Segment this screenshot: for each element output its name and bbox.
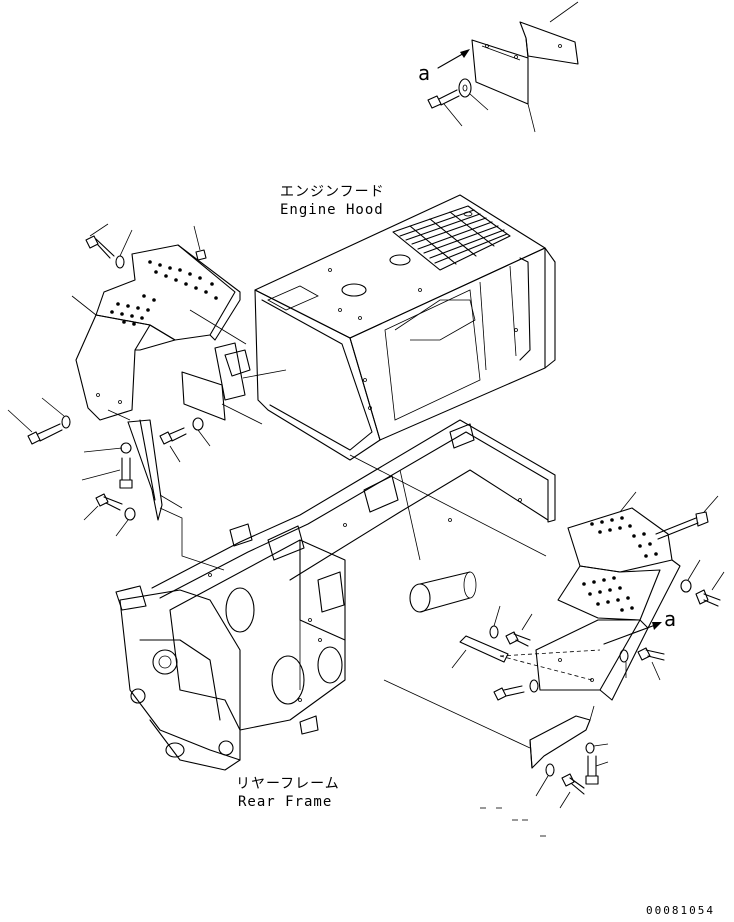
lower-right-washer-2 (585, 742, 609, 754)
hood-plate-upper (214, 342, 287, 401)
step-holes-lower (110, 294, 156, 326)
rear-frame (115, 419, 556, 771)
ref-a-top: a (418, 61, 430, 85)
drawing-number: 00081054 (646, 904, 715, 917)
left-top-nut (193, 225, 207, 261)
lower-mid-bolt (493, 679, 539, 701)
mid-right-washer (489, 605, 501, 639)
lower-right-washer (535, 763, 555, 797)
detail-a-bolt (427, 89, 463, 127)
left-top-washer (115, 229, 133, 269)
right-step-cover (535, 491, 681, 701)
bracket-bolt-left (7, 409, 63, 445)
bracket-washer-left (41, 397, 71, 429)
hood-plate-lower (181, 371, 263, 425)
left-top-bolt (85, 223, 115, 259)
left-step-cover (71, 244, 247, 421)
right-step-holes-lower (582, 576, 634, 612)
rear-right-washer (619, 649, 629, 678)
bracket-bolt-vertical (81, 457, 133, 489)
bracket-washer-lower (115, 507, 136, 537)
muffler (409, 571, 477, 613)
rear-frame-label-jp: リヤーフレーム (236, 776, 340, 792)
engine-hood-label-en: Engine Hood (280, 202, 384, 218)
ref-a-right: a (664, 607, 676, 631)
detail-a-washer (458, 78, 489, 111)
bracket-bolt-mid (159, 427, 187, 463)
rear-right-bolt (637, 647, 665, 681)
lower-right-bolt-vertical (585, 755, 609, 785)
right-top-bolt (655, 495, 719, 540)
rear-frame-label-en: Rear Frame (238, 794, 332, 810)
left-bracket (107, 409, 183, 521)
mid-right-bracket (451, 635, 601, 681)
engine-hood (254, 194, 556, 461)
mid-right-bolt (505, 613, 533, 647)
detail-a-bracket (437, 1, 579, 133)
bracket-bolt-lower (83, 493, 123, 521)
lower-right-bolt (559, 773, 585, 809)
bracket-washer-mid (192, 417, 211, 447)
lower-right-bracket (383, 679, 595, 769)
step-holes-upper (148, 260, 218, 300)
right-side-bolt (695, 571, 725, 607)
right-step-holes-upper (590, 516, 658, 558)
engine-hood-label-jp: エンジンフード (280, 184, 385, 200)
bracket-washer-right (83, 442, 132, 454)
right-side-washer (680, 559, 701, 593)
hood-grille (392, 205, 511, 271)
